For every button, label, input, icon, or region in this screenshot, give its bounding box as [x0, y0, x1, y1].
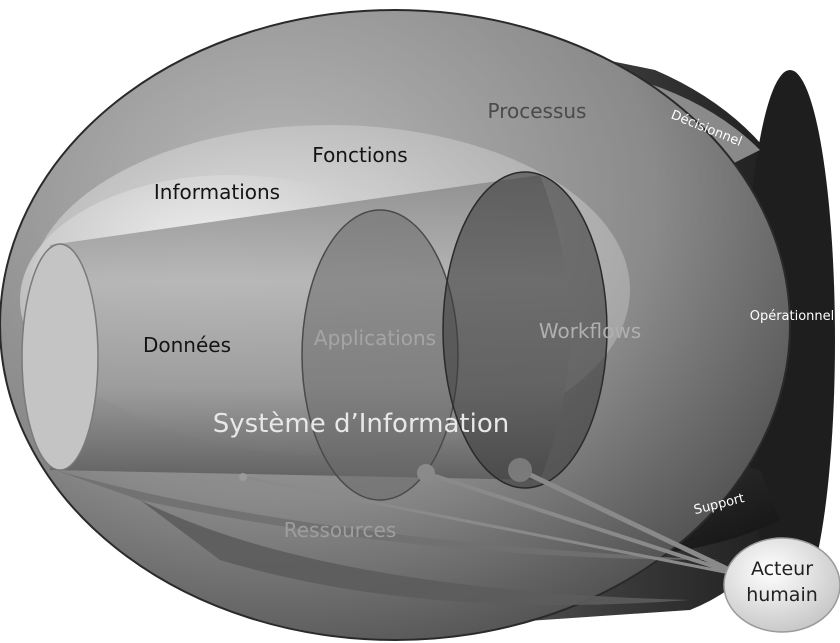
actor-connectors: [239, 458, 742, 578]
operationnel-label: Opérationnel: [750, 309, 835, 324]
fonctions-label: Fonctions: [312, 143, 407, 167]
ressources-band: [55, 470, 720, 605]
processus-label: Processus: [488, 99, 587, 123]
acteur-label-line1: Acteur: [751, 558, 813, 580]
systeme-information-label: Système d’Information: [213, 409, 510, 439]
applications-disc: [301, 209, 459, 501]
workflows-connector-dot: [508, 458, 532, 482]
donnees-connector-dot: [239, 473, 247, 481]
acteur-humain-bubble: Acteur humain: [723, 537, 840, 633]
workflows-disc: [442, 171, 608, 489]
applications-label: Applications: [314, 326, 436, 350]
donnees-label: Données: [143, 333, 231, 357]
acteur-label-line2: humain: [746, 584, 818, 606]
applications-connector-dot: [417, 464, 435, 482]
workflows-label: Workflows: [539, 319, 641, 343]
ressources-label: Ressources: [284, 518, 397, 542]
informations-label: Informations: [154, 180, 280, 204]
